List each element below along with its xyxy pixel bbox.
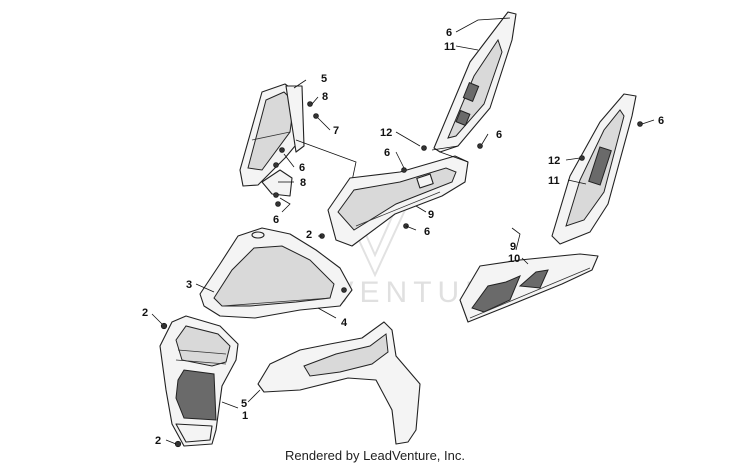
callout-6: 6	[446, 27, 452, 39]
callout-3: 3	[186, 279, 192, 291]
callout-12: 12	[548, 155, 560, 167]
callout-8: 8	[300, 177, 306, 189]
leader-lines	[151, 17, 655, 445]
callout-5: 5	[241, 398, 247, 410]
callout-6: 6	[424, 226, 430, 238]
callout-7: 7	[333, 125, 339, 137]
callout-4: 4	[341, 317, 348, 329]
callout-labels: 5 8 7 6 8 6 6 11 12 6 6 9 6 2 6 12 11 9 …	[142, 27, 664, 447]
callout-12: 12	[380, 127, 392, 139]
callout-6: 6	[496, 129, 502, 141]
dash-side-cover[interactable]	[239, 83, 305, 187]
callout-8: 8	[322, 91, 328, 103]
fasteners	[275, 101, 643, 239]
lower-right-side-panel[interactable]	[459, 253, 599, 323]
mounting-bracket[interactable]	[261, 162, 293, 198]
callout-2: 2	[142, 307, 148, 319]
callout-2: 2	[155, 435, 161, 447]
callout-9: 9	[510, 241, 516, 253]
callout-6: 6	[299, 162, 305, 174]
callout-2: 2	[306, 229, 312, 241]
front-fascia[interactable]	[159, 315, 239, 448]
callout-6: 6	[273, 214, 279, 226]
rendered-by-footer: Rendered by LeadVenture, Inc.	[285, 448, 465, 463]
callout-11: 11	[548, 175, 560, 187]
hood[interactable]	[199, 227, 353, 319]
right-rail-panel[interactable]	[551, 93, 637, 245]
lower-fender[interactable]	[257, 321, 421, 445]
callout-1: 1	[242, 410, 248, 422]
callout-6: 6	[658, 115, 664, 127]
left-side-panel[interactable]	[327, 155, 469, 247]
upper-rail-panel[interactable]	[433, 11, 517, 153]
callout-5: 5	[321, 73, 327, 85]
callout-6: 6	[384, 147, 390, 159]
callout-9: 9	[428, 209, 434, 221]
callout-11: 11	[444, 41, 456, 53]
callout-10: 10	[508, 253, 520, 265]
